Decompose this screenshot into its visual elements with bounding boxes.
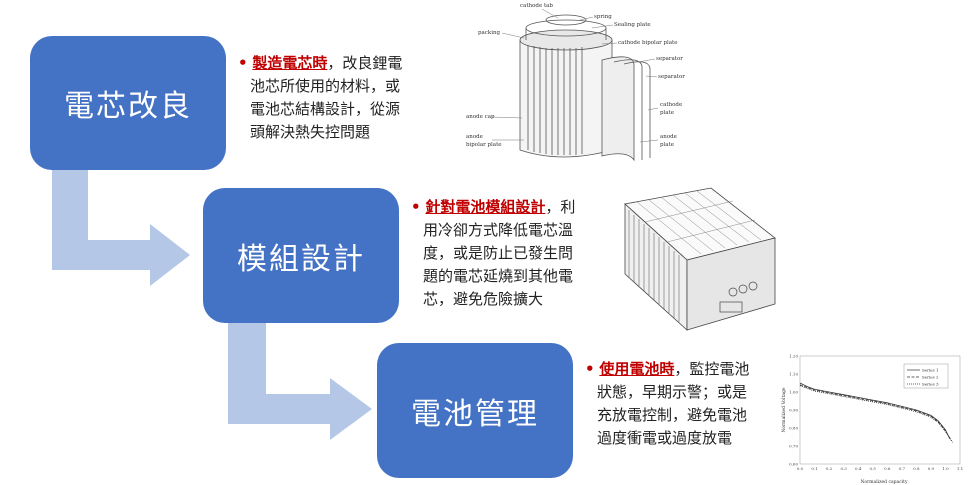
step-box-cell-improvement: 電芯改良: [30, 36, 226, 170]
chart-y-tick-label: 0.70: [789, 444, 798, 449]
figure-label: cathode bipolar plate: [618, 40, 678, 46]
chart-x-tick-label: 0.3: [840, 466, 847, 471]
figure-label: Sealing plate: [614, 22, 651, 28]
chart-x-tick-label: 0.4: [855, 466, 862, 471]
figure-label: plate: [660, 110, 674, 116]
figure-label: cathode: [660, 102, 682, 108]
step-description-1: • 製造電芯時，改良鋰電 池芯所使用的材料，或 電池芯結構設計，從源 頭解決熱失…: [238, 54, 403, 141]
chart-y-tick-label: 1.00: [789, 390, 798, 395]
chart-x-tick-label: 1.0: [942, 466, 949, 471]
chart-series-line: [799, 382, 951, 439]
step-description-2: • 針對電池模組設計，利 用冷卻方式降低電芯溫 度，或是防止已發生問 題的電芯延…: [411, 198, 576, 308]
chart-x-tick-label: 0.7: [899, 466, 906, 471]
figure-label: separator: [658, 74, 685, 80]
chart-x-tick-label: 1.1: [957, 466, 963, 471]
chart-y-tick-label: 0.80: [789, 426, 798, 431]
figure-label: spring: [594, 14, 612, 20]
figure-label: anode: [660, 134, 677, 140]
chart-x-axis-label: Normalized capacity: [860, 479, 908, 485]
chart-x-tick-label: 0.1: [811, 466, 817, 471]
figure-label: bipolar plate: [466, 142, 502, 148]
cell-cutaway-figure: cathode tab spring Sealing plate packing…: [466, 3, 685, 162]
chart-x-tick-label: 0.0: [797, 466, 804, 471]
figure-label: separator: [656, 56, 683, 62]
highlight-text: 使用電池時: [599, 360, 675, 378]
chart-y-tick-label: 1.20: [789, 354, 798, 359]
chart-x-tick-label: 0.9: [928, 466, 935, 471]
chart-series-line: [799, 384, 952, 441]
figure-label: cathode tab: [520, 3, 553, 9]
figure-label: anode: [466, 134, 483, 140]
chart-x-tick-label: 0.6: [884, 466, 891, 471]
highlight-text: 針對電池模組設計: [425, 198, 546, 216]
chart-legend-label: Series 1: [922, 368, 939, 373]
chart-y-axis-label: Normalized Voltage: [781, 387, 787, 432]
chart-y-tick-label: 0.60: [789, 462, 798, 467]
figure-label: anode cap: [466, 114, 495, 120]
discharge-curve-chart: 1.20 1.10 1.00 0.90 0.80 0.70 0.60 0.0 0.1 0.2 0.…: [781, 354, 963, 485]
step-box-battery-management: 電池管理: [377, 343, 573, 478]
chart-x-tick-label: 0.2: [826, 466, 833, 471]
chart-y-tick-label: 1.10: [789, 372, 798, 377]
step-title: 電池管理: [411, 396, 539, 432]
chart-series-line: [799, 385, 954, 443]
chart-y-tick-label: 0.90: [789, 408, 798, 413]
figure-label: packing: [478, 30, 501, 36]
figure-label: plate: [660, 142, 674, 148]
chart-legend-label: Series 2: [922, 375, 939, 380]
chart-legend-label: Series 3: [922, 382, 939, 387]
battery-module-figure: [624, 187, 776, 331]
step-description-3: • 使用電池時，監控電池 狀態，早期示警；或是 充放電控制，避免電池 過度衝電或…: [585, 360, 750, 447]
chart-x-tick-label: 0.8: [913, 466, 920, 471]
chart-x-tick-label: 0.5: [870, 466, 877, 471]
step-box-module-design: 模組設計: [203, 188, 399, 323]
highlight-text: 製造電芯時: [252, 54, 328, 72]
step-title: 電芯改良: [64, 89, 192, 124]
step-title: 模組設計: [237, 241, 365, 277]
